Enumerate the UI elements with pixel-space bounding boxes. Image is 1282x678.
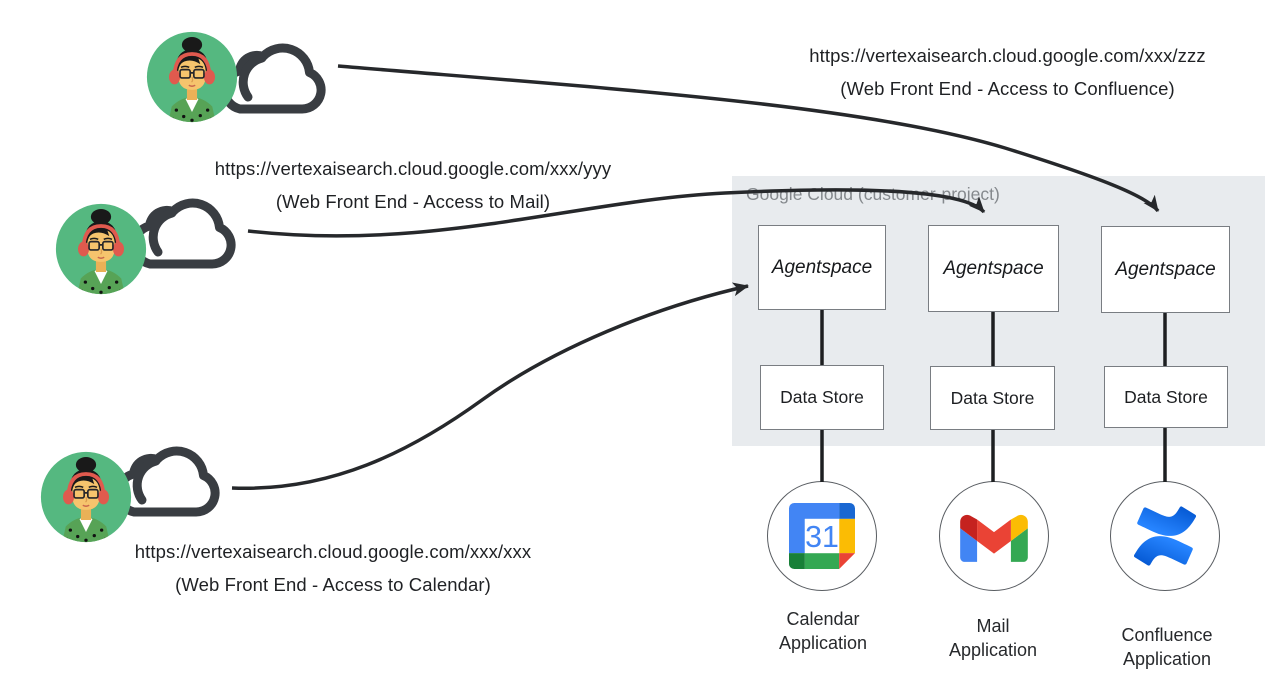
app-label-calendar: Calendar Application: [778, 609, 868, 653]
arrow-user3-to-agentspace-calendar: [231, 282, 749, 491]
gcp-container-title: Google Cloud (customer-project): [746, 184, 1000, 204]
endpoint-mail: https://vertexaisearch.cloud.google.com/…: [182, 153, 644, 218]
app-label-mail: Mail Application: [948, 616, 1038, 660]
endpoint-url: https://vertexaisearch.cloud.google.com/…: [214, 158, 612, 179]
app-circle-confluence: [1110, 481, 1220, 591]
gmail-icon: [960, 514, 1028, 562]
agentspace-box-mail: Agentspace: [928, 225, 1059, 312]
confluence-icon: [1134, 506, 1196, 566]
datastore-label: Data Store: [1124, 386, 1208, 407]
app-circle-calendar: 31: [767, 481, 877, 591]
endpoint-url: https://vertexaisearch.cloud.google.com/…: [809, 45, 1206, 66]
datastore-box-calendar: Data Store: [760, 365, 884, 430]
datastore-label: Data Store: [950, 387, 1035, 408]
google-calendar-icon: 31: [789, 503, 855, 569]
user-headset-avatar-icon: [55, 203, 147, 295]
endpoint-caption: (Web Front End - Access to Confluence): [840, 77, 1175, 99]
endpoint-calendar: https://vertexaisearch.cloud.google.com/…: [102, 536, 564, 601]
endpoint-url: https://vertexaisearch.cloud.google.com/…: [134, 541, 532, 562]
endpoint-caption: (Web Front End - Access to Mail): [275, 190, 551, 212]
calendar-day-number: 31: [805, 521, 839, 554]
agentspace-label: Agentspace: [943, 257, 1044, 279]
endpoint-caption: (Web Front End - Access to Calendar): [175, 573, 491, 595]
datastore-label: Data Store: [780, 387, 864, 407]
user-headset-avatar-icon: [40, 451, 132, 543]
agentspace-label: Agentspace: [771, 256, 873, 278]
app-circle-mail: [939, 481, 1049, 591]
app-label-confluence: Confluence Application: [1121, 625, 1213, 669]
datastore-box-mail: Data Store: [930, 366, 1055, 430]
endpoint-confluence: https://vertexaisearch.cloud.google.com/…: [775, 40, 1240, 105]
agentspace-box-confluence: Agentspace: [1101, 226, 1230, 313]
agentspace-label: Agentspace: [1115, 258, 1216, 280]
agentspace-box-calendar: Agentspace: [758, 225, 886, 310]
datastore-box-confluence: Data Store: [1104, 366, 1228, 428]
user-headset-avatar-icon: [146, 31, 238, 123]
